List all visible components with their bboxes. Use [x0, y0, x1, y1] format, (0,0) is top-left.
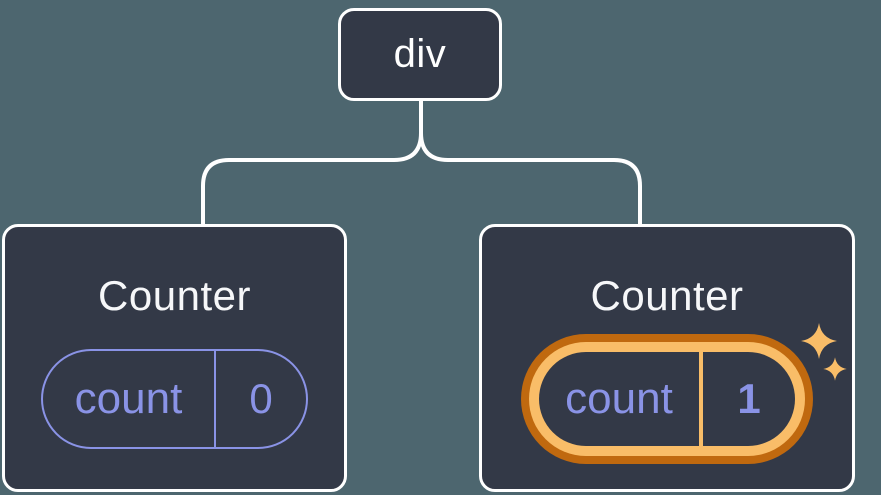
root-node-label: div — [393, 32, 447, 76]
sparkle-icon-large — [801, 323, 837, 359]
connector-left-branch — [201, 99, 423, 226]
pill-divider-line — [699, 352, 703, 446]
state-key-label: count — [43, 351, 216, 447]
counter-node-left: Counter count 0 — [2, 224, 347, 492]
state-value: 0 — [249, 375, 273, 422]
state-pill-highlight-inner-ring: count 1 — [529, 342, 805, 456]
state-key-label: count — [565, 374, 673, 423]
state-pill-right: count 1 — [539, 352, 795, 446]
state-value: 1 — [737, 375, 761, 422]
sparkle-icon-small — [823, 357, 847, 381]
counter-left-title: Counter — [98, 272, 251, 319]
state-pill-left: count 0 — [41, 349, 308, 449]
connector-right-branch — [419, 99, 642, 226]
counter-node-right: Counter count 1 — [479, 224, 855, 492]
counter-right-title: Counter — [590, 272, 744, 319]
state-pill-highlight-ring: count 1 — [521, 334, 813, 464]
root-node-div: div — [338, 8, 502, 101]
